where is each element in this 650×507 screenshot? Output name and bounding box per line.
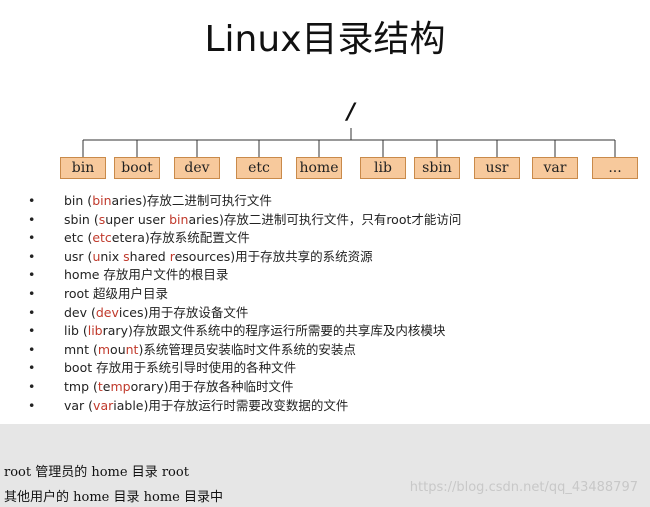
list-item-text: sbin (super user binaries)存放二进制可执行文件，只有r… [64,211,461,230]
tree-connectors [82,128,616,157]
highlighted-abbreviation: nt [125,341,139,357]
list-item-text: lib (library)存放跟文件系统中的程序运行所需要的共享库及内核模块 [64,322,445,341]
directory-box-7: usr [474,157,520,179]
bullet-icon: • [28,230,36,246]
directory-box-6: sbin [414,157,460,179]
list-item: • sbin (super user binaries)存放二进制可执行文件，只有… [28,211,628,230]
text-segment: root 超级用户目录 [64,285,169,301]
highlighted-abbreviation: etc [92,230,112,246]
list-item: • bin (binaries)存放二进制可执行文件 [28,192,628,211]
caption-line-2: 其他用户的 home 目录 home 目录中 [4,490,223,505]
bullet-icon: • [28,323,36,339]
list-item-text: tmp (temporary)用于存放各种临时文件 [64,378,293,397]
list-item: • usr (unix shared resources)用于存放共享的系统资源 [28,248,628,267]
caption-line-1: root 管理员的 home 目录 root [4,465,189,480]
text-segment: var ( [64,397,94,413]
list-item: • tmp (temporary)用于存放各种临时文件 [28,378,628,397]
bullet-icon: • [28,211,36,227]
text-segment: home 存放用户文件的根目录 [64,267,229,283]
directory-box-0: bin [60,157,106,179]
list-item-text: dev (devices)用于存放设备文件 [64,304,248,323]
text-segment: tmp ( [64,378,98,394]
list-item: • var (variable)用于存放运行时需要改变数据的文件 [28,397,628,416]
list-item-text: boot 存放用于系统引导时使用的各种文件 [64,359,296,378]
list-item-text: etc (etcetera)存放系统配置文件 [64,229,250,248]
highlighted-abbreviation: s [123,248,130,264]
highlighted-abbreviation: dev [95,304,119,320]
highlighted-abbreviation: m [97,341,111,357]
text-segment: )系统管理员安装临时文件系统的安装点 [138,341,356,357]
bullet-icon: • [28,267,36,283]
directory-box-5: lib [360,157,406,179]
highlighted-abbreviation: bin [169,211,189,227]
highlighted-abbreviation: mp [110,378,131,394]
highlighted-abbreviation: var [93,397,114,413]
highlighted-abbreviation: s [98,211,106,227]
text-segment: boot 存放用于系统引导时使用的各种文件 [64,360,297,376]
list-item: • mnt (mount)系统管理员安装临时文件系统的安装点 [28,341,628,360]
page-title: Linux目录结构 [204,19,446,60]
list-item-text: mnt (mount)系统管理员安装临时文件系统的安装点 [64,341,356,360]
text-segment: iable)用于存放运行时需要改变数据的文件 [113,397,349,413]
list-item: • dev (devices)用于存放设备文件 [28,304,628,323]
directory-description-list: •bin (binaries)存放二进制可执行文件•sbin (super us… [28,192,628,415]
text-segment: aries)存放二进制可执行文件，只有root才能访问 [188,211,462,227]
list-item-text: var (variable)用于存放运行时需要改变数据的文件 [64,397,348,416]
list-item-text: root 超级用户目录 [64,285,168,304]
bullet-icon: • [28,248,36,264]
bullet-icon: • [28,193,36,208]
text-segment: rary)存放跟文件系统中的程序运行所需要的共享库及内核模块 [102,323,446,339]
text-segment: esources)用于存放共享的系统资源 [174,248,373,264]
directory-box-3: etc [236,157,282,179]
list-item: • lib (library)存放跟文件系统中的程序运行所需要的共享库及内核模块 [28,322,628,341]
text-segment: uper user [105,211,170,227]
list-item: • boot 存放用于系统引导时使用的各种文件 [28,359,628,378]
text-segment: dev ( [64,304,96,320]
text-segment: mnt ( [64,341,98,357]
highlighted-abbreviation: u [92,248,101,264]
text-segment: orary)用于存放各种临时文件 [130,378,294,394]
directory-box-9: ... [592,157,638,179]
bullet-icon: • [28,341,36,357]
bullet-icon: • [28,285,36,301]
text-segment: nix [100,248,124,264]
highlighted-abbreviation: r [169,248,175,264]
directory-box-2: dev [174,157,220,179]
text-segment: usr ( [64,248,93,264]
bullet-icon: • [28,378,36,394]
list-item: • etc (etcetera)存放系统配置文件 [28,229,628,248]
text-segment: aries)存放二进制可执行文件 [111,193,272,208]
highlighted-abbreviation: t [97,378,103,394]
list-item-text: usr (unix shared resources)用于存放共享的系统资源 [64,248,373,267]
caption-band [0,424,650,507]
text-segment: sbin ( [64,211,99,227]
bullet-icon: • [28,397,36,413]
text-segment: hared [129,248,170,264]
text-segment: etera)存放系统配置文件 [111,230,250,246]
list-item-text: bin (binaries)存放二进制可执行文件 [64,192,272,211]
bullet-icon: • [28,304,36,320]
bullet-icon: • [28,360,36,376]
highlighted-abbreviation: lib [87,323,103,339]
list-item: • root 超级用户目录 [28,285,628,304]
directory-box-8: var [532,157,578,179]
text-segment: lib ( [64,323,88,339]
list-item-text: home 存放用户文件的根目录 [64,266,228,285]
text-segment: etc ( [64,230,93,246]
text-segment: e [102,378,111,394]
directory-box-4: home [296,157,342,179]
text-segment: bin ( [64,193,93,208]
highlighted-abbreviation: bin [92,193,112,208]
list-item: • home 存放用户文件的根目录 [28,266,628,285]
text-segment: ou [110,341,126,357]
directory-box-1: boot [114,157,160,179]
root-directory-label: / [346,100,356,125]
text-segment: ices)用于存放设备文件 [118,304,249,320]
watermark-text: https://blog.csdn.net/qq_43488797 [409,480,638,495]
